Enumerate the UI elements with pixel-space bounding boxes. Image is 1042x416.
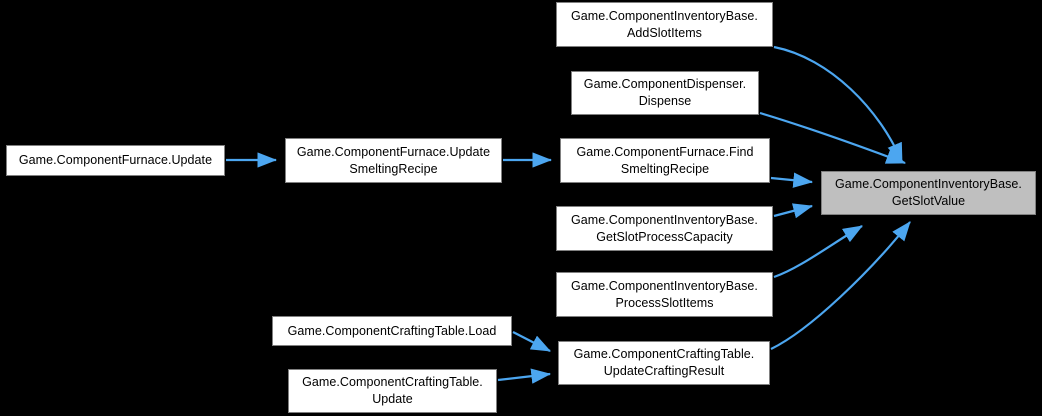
node-furnace-update-smelting-recipe[interactable]: Game.ComponentFurnace.Update SmeltingRec… <box>285 138 502 183</box>
edge-inventory-process-slot-items-to-inventory-get-slot-value <box>773 225 863 279</box>
node-label: Game.ComponentInventoryBase. ProcessSlot… <box>571 278 758 310</box>
node-inventory-get-slot-process-capacity[interactable]: Game.ComponentInventoryBase. GetSlotProc… <box>556 206 773 251</box>
edge-dispenser-dispense-to-inventory-get-slot-value <box>759 111 907 165</box>
node-inventory-add-slot-items[interactable]: Game.ComponentInventoryBase. AddSlotItem… <box>556 2 773 47</box>
node-label: Game.ComponentCraftingTable.Load <box>287 323 497 338</box>
node-dispenser-dispense[interactable]: Game.ComponentDispenser. Dispense <box>571 71 759 115</box>
node-inventory-process-slot-items[interactable]: Game.ComponentInventoryBase. ProcessSlot… <box>556 272 773 317</box>
edge-crafting-table-load-to-crafting-table-update-crafting-result <box>512 331 551 352</box>
node-crafting-table-update[interactable]: Game.ComponentCraftingTable. Update <box>288 369 497 413</box>
node-label: Game.ComponentFurnace.Update <box>18 153 213 167</box>
edge-furnace-find-smelting-recipe-to-inventory-get-slot-value <box>770 172 814 188</box>
edge-crafting-table-update-crafting-result-to-inventory-get-slot-value <box>770 221 911 350</box>
node-label: Game.ComponentFurnace.Update SmeltingRec… <box>296 144 491 176</box>
node-label: Game.ComponentFurnace.Find SmeltingRecip… <box>576 144 754 176</box>
edge-inventory-get-slot-process-capacity-to-inventory-get-slot-value <box>773 203 814 219</box>
node-furnace-find-smelting-recipe[interactable]: Game.ComponentFurnace.Find SmeltingRecip… <box>560 138 770 183</box>
node-label: Game.ComponentDispenser. Dispense <box>583 77 747 108</box>
node-label: Game.ComponentCraftingTable. UpdateCraft… <box>573 347 755 378</box>
edge-inventory-add-slot-items-to-inventory-get-slot-value <box>773 45 904 164</box>
node-label: Game.ComponentInventoryBase. GetSlotProc… <box>571 212 758 244</box>
node-label: Game.ComponentInventoryBase. AddSlotItem… <box>571 8 758 40</box>
node-crafting-table-load[interactable]: Game.ComponentCraftingTable.Load <box>272 316 512 346</box>
node-furnace-update[interactable]: Game.ComponentFurnace.Update <box>6 145 225 176</box>
edge-crafting-table-update-to-crafting-table-update-crafting-result <box>497 368 552 384</box>
node-inventory-get-slot-value[interactable]: Game.ComponentInventoryBase. GetSlotValu… <box>821 171 1036 215</box>
node-label: Game.ComponentCraftingTable. Update <box>302 375 483 406</box>
node-crafting-table-update-crafting-result[interactable]: Game.ComponentCraftingTable. UpdateCraft… <box>558 341 770 385</box>
node-label: Game.ComponentInventoryBase. GetSlotValu… <box>835 177 1022 208</box>
